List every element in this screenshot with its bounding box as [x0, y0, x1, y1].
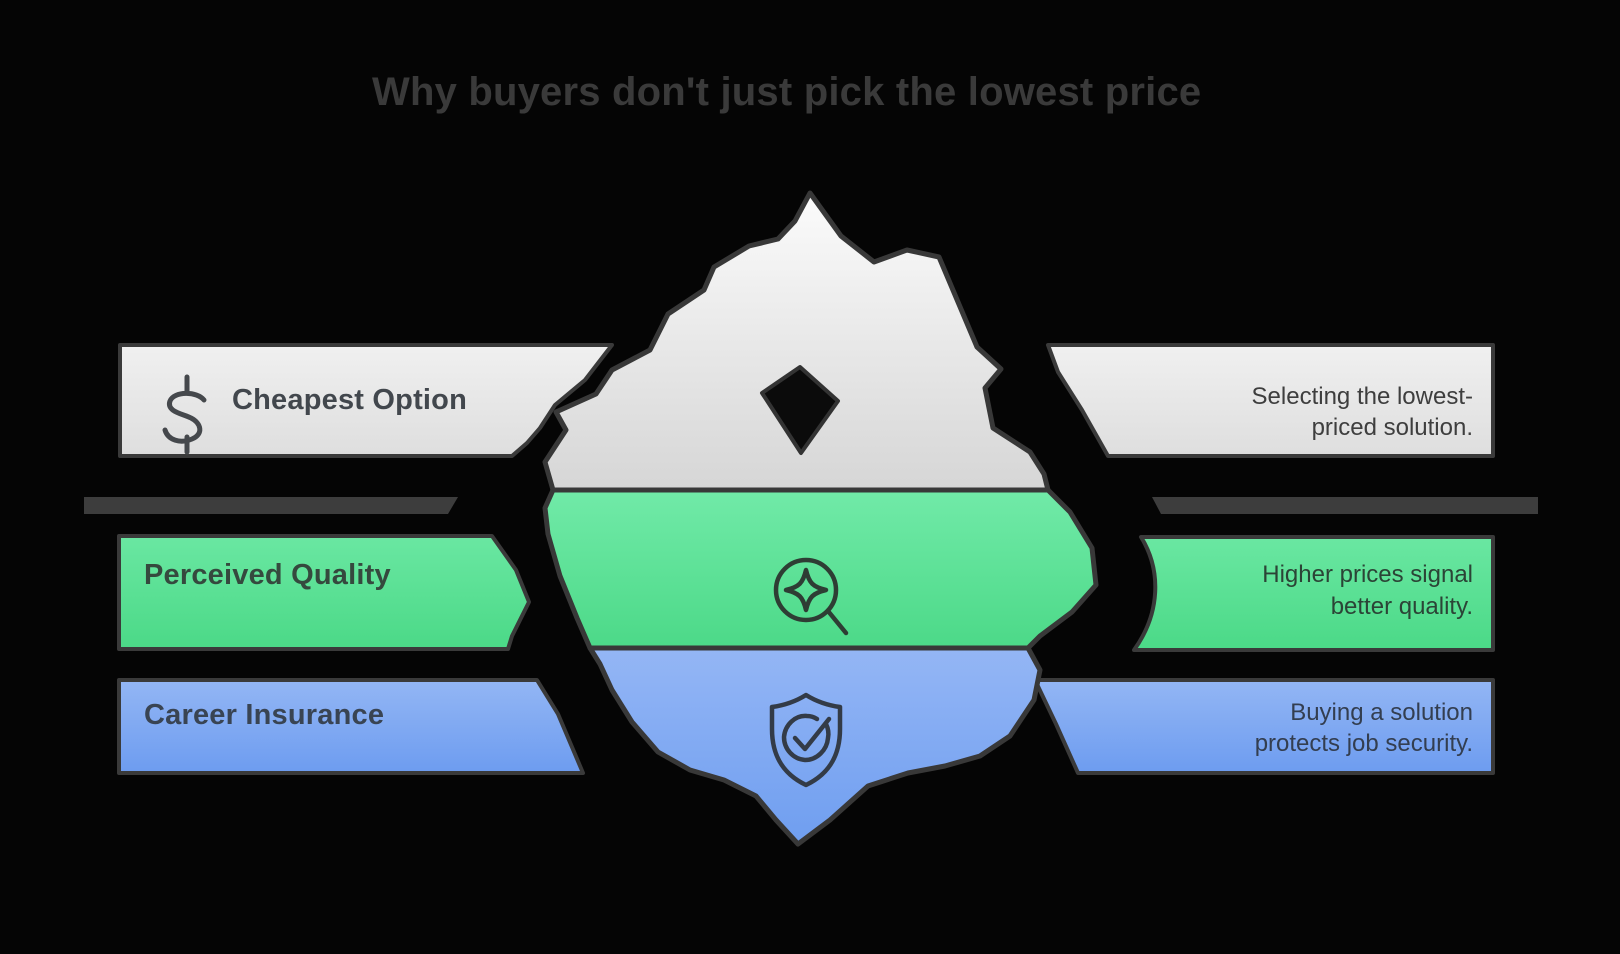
sparkle-magnifier-icon: [773, 557, 849, 636]
row-label-career-insurance: Career Insurance: [144, 699, 385, 731]
waterline-bar-right: [1152, 497, 1538, 514]
box-cheapest-label: [118, 343, 614, 458]
box-career-label: [117, 678, 585, 775]
row-label-perceived-quality: Perceived Quality: [144, 559, 391, 591]
shield-check-icon: [769, 692, 843, 788]
box-quality-label: [117, 534, 531, 651]
dollar-icon: [162, 374, 207, 455]
iceberg-crevasse: [760, 365, 840, 455]
iceberg-blue-band: [587, 645, 1043, 847]
page-title: Why buyers don't just pick the lowest pr…: [372, 70, 1202, 114]
iceberg-green-band: [542, 487, 1099, 651]
box-career-desc: [1033, 678, 1495, 775]
row-desc-cheapest-option: Selecting the lowest-priced solution.: [1251, 383, 1473, 441]
iceberg-tip: [542, 190, 1051, 493]
box-quality-desc: [1132, 535, 1495, 652]
box-cheapest-desc: [1046, 343, 1495, 458]
row-desc-perceived-quality: Higher prices signal better quality.: [1262, 561, 1473, 620]
row-label-cheapest-option: Cheapest Option: [232, 384, 468, 416]
row-desc-career-insurance: Buying a solution protects job security.: [1254, 699, 1473, 757]
waterline-bar-left: [84, 497, 458, 514]
